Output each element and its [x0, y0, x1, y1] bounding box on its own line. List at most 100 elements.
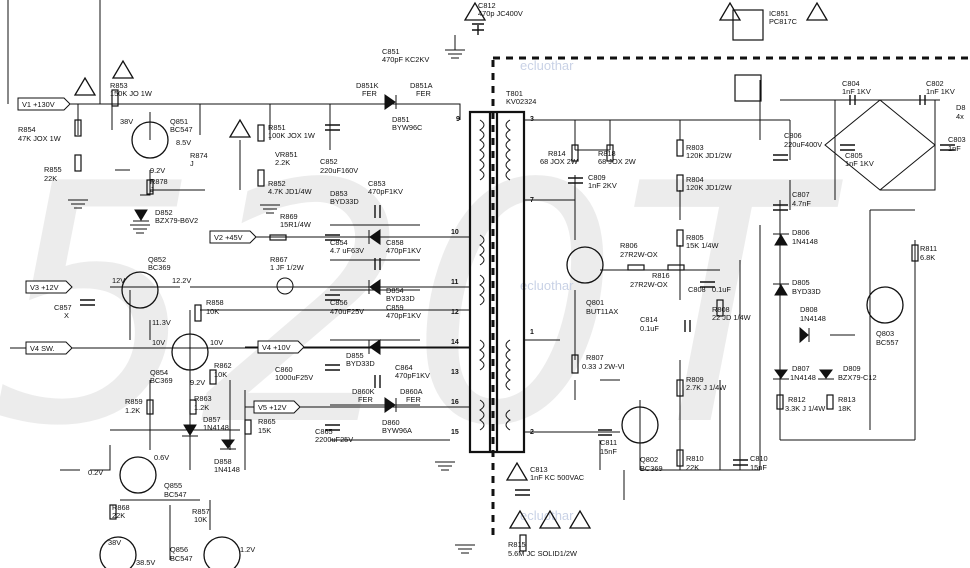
component-ref: R809	[686, 375, 704, 384]
voltage-label: 1.2V	[240, 545, 255, 554]
component-value: BC369	[148, 263, 171, 272]
component-ref: R814	[548, 149, 566, 158]
component-ref: C807	[792, 190, 810, 199]
component-value: 470pF1KV	[386, 246, 421, 255]
component-value: 1.2K	[194, 403, 209, 412]
component-value: 15nF	[600, 447, 617, 456]
component-ref: C854	[330, 238, 348, 247]
watermark-text: ecluothar	[520, 278, 574, 293]
component-ref: R874	[190, 151, 208, 160]
rail-label-boxes	[17, 97, 305, 414]
component-value: 220uF160V	[320, 166, 358, 175]
component-value: 1N4148	[214, 465, 240, 474]
wire	[524, 119, 790, 360]
component-value: BC369	[150, 376, 173, 385]
component-ref: R862	[214, 361, 232, 370]
component-value: 1N4148	[790, 373, 816, 382]
component-value: 4x	[956, 112, 964, 121]
wire	[759, 80, 940, 211]
rail-label: V1 +130V	[22, 100, 55, 109]
component-value: 1N4148	[800, 314, 826, 323]
component-ref: C853	[368, 179, 386, 188]
voltage-label: 12.2V	[172, 276, 191, 285]
component-value: 22 JD 1/4W	[712, 313, 751, 322]
component-value: BZX79-B6V2	[155, 216, 198, 225]
component-value: 150K JO 1W	[110, 89, 152, 98]
component-value: 1N4148	[203, 423, 229, 432]
component-ref: R878	[150, 177, 168, 186]
component-ref: D857	[203, 415, 221, 424]
component-ref: D851K	[356, 81, 379, 90]
component-value: X	[64, 311, 69, 320]
component-ref: R815	[508, 540, 526, 549]
transformer-core	[468, 110, 526, 454]
voltage-label: 11.3V	[152, 318, 171, 327]
voltage-label: 9.2V	[190, 378, 205, 387]
component-ref: C811	[600, 438, 617, 447]
component-ref: C803	[948, 135, 966, 144]
component-value: BYD33D	[792, 287, 821, 296]
voltage-label: 12V	[112, 276, 125, 285]
transistor-q852	[121, 271, 159, 309]
component-value: BUT11AX	[586, 307, 618, 316]
voltage-label: 10V	[152, 338, 165, 347]
component-ref: D808	[800, 305, 818, 314]
resistor-symbols	[74, 89, 919, 552]
component-ref: C806	[784, 131, 802, 140]
component-value: 1 JF 1/2W	[270, 263, 304, 272]
component-ref: D858	[214, 457, 232, 466]
component-ref: C851	[382, 47, 400, 56]
wire	[20, 103, 460, 140]
frame-line	[7, 0, 101, 104]
component-ref: C859	[386, 303, 404, 312]
component-ref: C856	[330, 298, 348, 307]
component-ref: R803	[686, 143, 704, 152]
component-value: FER	[406, 395, 421, 404]
component-ref: Q802	[640, 455, 658, 464]
component-ref: Q801	[586, 298, 604, 307]
component-value: 1nF	[948, 144, 961, 153]
component-value: 10K	[206, 307, 219, 316]
component-ref: C858	[386, 238, 404, 247]
component-value: 1N4148	[792, 237, 818, 246]
background-watermark: 520T	[0, 114, 847, 498]
component-value: 15R1/4W	[280, 220, 311, 229]
component-value: 1nF 1KV	[845, 159, 874, 168]
component-ref: D855	[346, 351, 364, 360]
component-value: 0.1uF	[640, 324, 659, 333]
component-ref: R868	[112, 503, 130, 512]
component-value: BYW96C	[392, 123, 423, 132]
component-ref: R863	[194, 394, 212, 403]
warning-icon	[73, 1, 829, 529]
component-value: 470uF25V	[330, 307, 364, 316]
component-ref: R810	[686, 454, 704, 463]
component-ref: R808	[712, 305, 730, 314]
rail-label: V4 SW.	[30, 344, 55, 353]
component-value: 27R2W-OX	[620, 250, 658, 259]
capacitor-symbols	[80, 23, 955, 496]
component-ref: C810	[750, 454, 768, 463]
transformer-pin: 15	[451, 429, 459, 436]
component-value: 2200uF25V	[315, 435, 353, 444]
component-value: 2.2K	[275, 158, 290, 167]
ground-symbol	[130, 224, 150, 234]
component-ref: D809	[843, 364, 861, 373]
transformer-pin: 11	[451, 279, 459, 286]
component-value: 10K	[214, 370, 227, 379]
wire	[90, 286, 240, 471]
ground-symbol	[260, 204, 280, 214]
transistor-q803	[866, 286, 904, 324]
component-ref: Q852	[148, 255, 166, 264]
component-ref: R851	[268, 123, 286, 132]
transformer-pin: 2	[530, 429, 534, 436]
component-ref: Q803	[876, 329, 894, 338]
component-value: BC547	[164, 490, 187, 499]
component-ref: T801	[506, 89, 523, 98]
component-value: 15K 1/4W	[686, 241, 718, 250]
component-value: 6.8K	[920, 253, 935, 262]
component-value: 470pF1KV	[386, 311, 421, 320]
wire	[115, 112, 331, 196]
component-ref: C865	[315, 427, 333, 436]
component-value: 5.6M JC SOLID1/2W	[508, 549, 577, 558]
